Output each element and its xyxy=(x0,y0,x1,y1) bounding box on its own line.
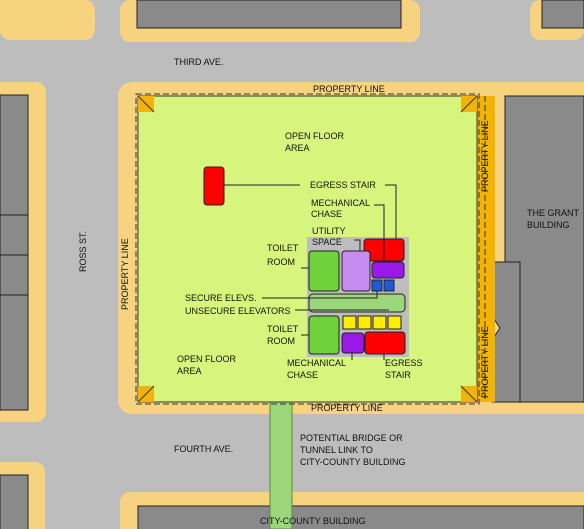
property-line-label-top: PROPERTY LINE xyxy=(313,84,385,94)
unsecure-elevator-1 xyxy=(342,315,357,330)
property-line-label-left: PROPERTY LINE xyxy=(120,238,130,310)
open-floor-area-top-2: AREA xyxy=(285,143,310,153)
unsecure-elevator-4 xyxy=(387,315,402,330)
label-secure-elevs: SECURE ELEVS. xyxy=(185,293,257,303)
label-stair-bottom: STAIR xyxy=(385,370,411,380)
label-egress-stair-top: EGRESS STAIR xyxy=(310,180,376,190)
label-toilet-top: TOILET xyxy=(267,243,299,253)
building-left-2 xyxy=(0,214,29,256)
link-note-line1: POTENTIAL BRIDGE OR xyxy=(300,433,403,443)
bridge-link xyxy=(269,401,293,529)
label-chase-top: CHASE xyxy=(311,209,343,219)
toilet-room-upper xyxy=(308,250,340,292)
property-line-boundary xyxy=(135,93,480,405)
link-note-line3: CITY-COUNTY BUILDING xyxy=(300,457,406,467)
label-mechanical-top: MECHANICAL xyxy=(311,198,371,208)
unsecure-elevator-3 xyxy=(372,315,387,330)
grant-building-label-1: THE GRANT xyxy=(527,208,580,218)
label-mechanical-bottom: MECHANICAL xyxy=(287,358,347,368)
property-line-label-right-top: PROPERTY LINE xyxy=(480,120,490,192)
label-room-top: ROOM xyxy=(267,257,295,267)
open-floor-area-bottom-2: AREA xyxy=(177,366,202,376)
label-chase-bottom: CHASE xyxy=(287,370,319,380)
building-top-right xyxy=(541,0,584,29)
label-egress-bottom: EGRESS xyxy=(385,358,423,368)
building-city-county xyxy=(137,505,584,529)
property-line-label-right-bottom: PROPERTY LINE xyxy=(480,326,490,398)
egress-stair-isolated xyxy=(203,166,225,206)
utility-space xyxy=(341,250,371,292)
street-label-ross-st: ROSS ST. xyxy=(78,230,88,272)
link-note-line2: TUNNEL LINK TO xyxy=(300,445,373,455)
toilet-room-lower xyxy=(308,315,340,355)
building-top-center xyxy=(136,0,402,29)
street-label-fourth-ave: FOURTH AVE. xyxy=(174,444,234,454)
street-label-third-ave: THIRD AVE. xyxy=(174,57,224,67)
city-county-building-label: CITY-COUNTY BUILDING xyxy=(260,516,366,526)
secure-elevator-1 xyxy=(371,279,383,292)
mechanical-chase-lower xyxy=(341,332,365,354)
unsecure-elevator-2 xyxy=(357,315,372,330)
label-unsecure-elevators: UNSECURE ELEVATORS xyxy=(185,306,291,316)
label-toilet-bottom: TOILET xyxy=(267,324,299,334)
mechanical-chase-upper xyxy=(371,261,405,279)
building-left-4 xyxy=(0,294,29,411)
egress-stair-lower xyxy=(364,331,406,355)
building-left-3 xyxy=(0,254,29,296)
open-floor-area-top-1: OPEN FLOOR xyxy=(285,131,345,141)
secure-elevator-2 xyxy=(383,279,395,292)
grant-building-label-2: BUILDING xyxy=(527,220,570,230)
label-space: SPACE xyxy=(312,237,342,247)
label-utility: UTILITY xyxy=(312,226,346,236)
building-left-1 xyxy=(0,94,29,216)
site-strip-right xyxy=(477,96,495,402)
label-room-bottom: ROOM xyxy=(267,336,295,346)
elevator-lobby xyxy=(308,293,406,313)
property-line-label-bottom: PROPERTY LINE xyxy=(311,403,383,413)
leader-lines xyxy=(224,184,397,360)
open-floor-area-bottom-1: OPEN FLOOR xyxy=(177,354,237,364)
